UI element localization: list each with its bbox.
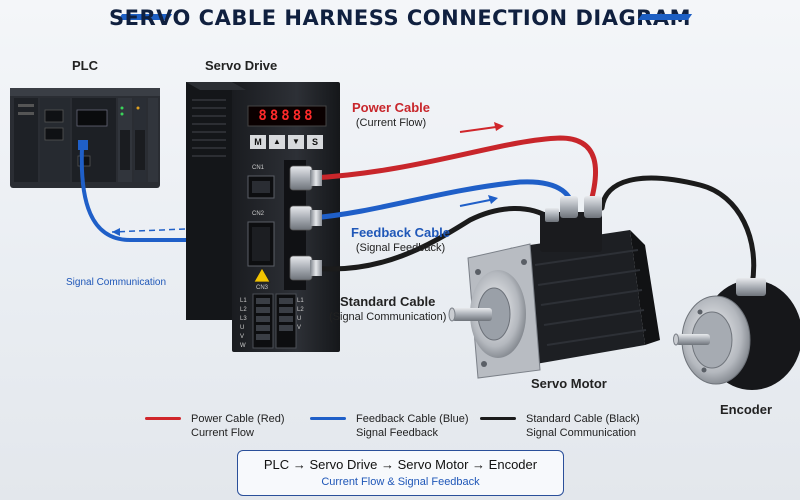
drive-button-down[interactable]: ▼ xyxy=(288,135,304,149)
drive-buttons: M ▲ ▼ S xyxy=(250,135,323,149)
flow-step-plc: PLC xyxy=(263,457,290,472)
feedback-cable-label: Feedback Cable (Signal Feedback) xyxy=(351,225,450,254)
legend-standard-swatch xyxy=(480,417,516,420)
feedback-cable-desc: (Signal Feedback) xyxy=(355,242,446,254)
standard-cable-name: Standard Cable xyxy=(340,294,436,309)
legend-power-swatch xyxy=(145,417,181,420)
plc-communication-cable xyxy=(79,146,197,242)
drive-display: 88888 xyxy=(258,108,316,124)
flow-arrow-1: → xyxy=(292,457,306,472)
standard-cable-desc: (Signal Communication) xyxy=(329,311,447,323)
power-cable-label: Power Cable (Current Flow) xyxy=(352,100,430,129)
encoder-unit xyxy=(673,278,800,390)
legend-feedback: Feedback Cable (Blue)Signal Feedback xyxy=(310,412,469,440)
plc-label: PLC xyxy=(72,58,98,73)
signal-communication-label: Signal Communication xyxy=(66,277,167,288)
page-title: SERVO CABLE HARNESS CONNECTION DIAGRAM xyxy=(108,6,692,30)
legend-feedback-swatch xyxy=(310,417,346,420)
flow-step-motor: Servo Motor xyxy=(397,457,469,472)
flow-arrow-2: → xyxy=(380,457,394,472)
servo-drive-label: Servo Drive xyxy=(205,58,278,73)
feedback-cable-name: Feedback Cable xyxy=(351,225,450,240)
port-label-cn2: CN2 xyxy=(252,211,265,217)
port-label-cn3: CN3 xyxy=(256,285,269,291)
servo-motor-unit xyxy=(448,196,660,379)
legend-power: Power Cable (Red)Current Flow xyxy=(145,412,285,440)
drive-button-set[interactable]: S xyxy=(307,135,323,149)
drive-connectors xyxy=(289,165,322,281)
flow-summary-box: PLC → Servo Drive → Servo Motor → Encode… xyxy=(237,450,564,496)
encoder-cable xyxy=(599,175,757,288)
feedback-flow-arrow xyxy=(459,195,498,207)
port-label-cn1: CN1 xyxy=(252,165,265,171)
power-flow-arrow xyxy=(459,122,504,133)
flow-step-encoder: Encoder xyxy=(488,457,538,472)
drive-button-mode[interactable]: M xyxy=(250,135,266,149)
encoder-label: Encoder xyxy=(720,402,773,417)
standard-cable xyxy=(309,206,553,272)
signal-dashed-arrow xyxy=(111,228,186,233)
feedback-cable xyxy=(309,179,575,221)
flow-subtitle: Current Flow & Signal Feedback xyxy=(321,476,480,488)
servo-motor-label: Servo Motor xyxy=(531,376,607,391)
flow-arrow-3: → xyxy=(472,457,486,472)
power-cable-desc: (Current Flow) xyxy=(355,117,427,129)
power-cable xyxy=(309,135,598,208)
flow-steps: PLC → Servo Drive → Servo Motor → Encode… xyxy=(238,457,563,472)
standard-cable-label: Standard Cable (Signal Communication) xyxy=(329,294,446,323)
power-cable-name: Power Cable xyxy=(352,100,431,115)
legend-standard: Standard Cable (Black)Signal Communicati… xyxy=(480,412,640,440)
drive-button-up[interactable]: ▲ xyxy=(269,135,285,149)
plc-unit xyxy=(10,88,160,188)
flow-step-drive: Servo Drive xyxy=(309,457,378,472)
